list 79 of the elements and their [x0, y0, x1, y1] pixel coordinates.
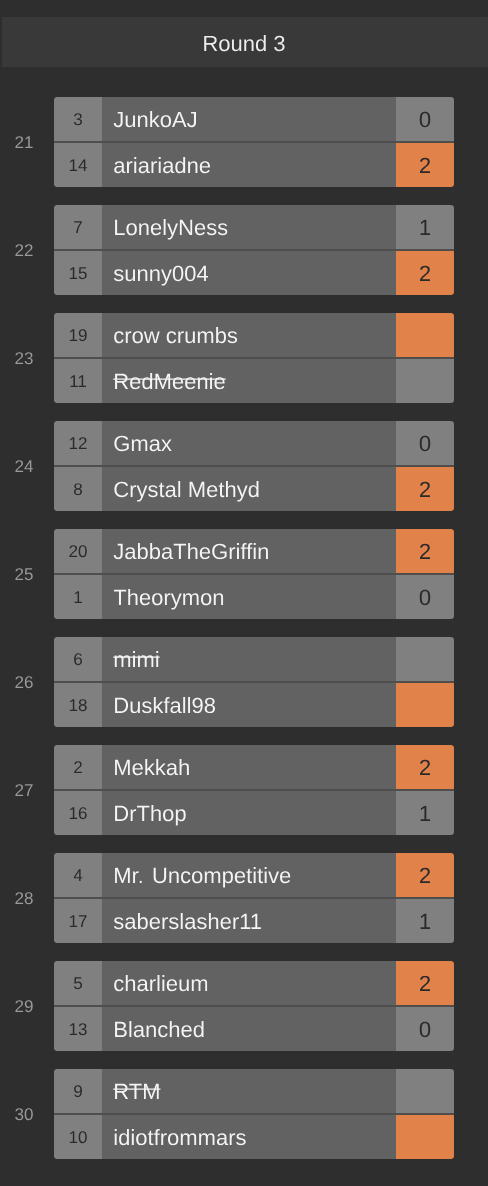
- match-number: 26: [15, 676, 33, 689]
- node-label: Mr. Uncompetitive: [115, 867, 291, 888]
- player-name-cell: charlieum: [102, 961, 396, 1005]
- node-label: saberslasher11: [113, 913, 261, 930]
- player-name-cell: Mekkah: [102, 745, 396, 789]
- score-cell: 0: [396, 1007, 454, 1051]
- seed-cell: 7: [54, 205, 102, 249]
- player-name-cell: Crystal Methyd: [102, 467, 396, 511]
- match-number: 24: [15, 460, 33, 472]
- node-label: Duskfall98: [115, 697, 215, 714]
- node-label: Theorymon: [113, 589, 224, 610]
- match-number: 27: [15, 784, 33, 796]
- seed-cell: 10: [54, 1115, 102, 1159]
- seed-cell: 19: [54, 313, 102, 357]
- node-label: Blanched: [115, 1021, 204, 1038]
- node-label: Mekkah: [115, 759, 189, 776]
- player-name-cell: ariariadne: [102, 143, 396, 187]
- score-cell: 2: [396, 529, 454, 573]
- player-name-cell: JunkoAJ: [102, 97, 396, 141]
- seed-cell: 14: [54, 143, 102, 187]
- player-name-cell: sunny004: [102, 251, 396, 295]
- player-name-cell: Theorymon: [102, 575, 396, 619]
- player-name-cell: Blanched: [102, 1007, 396, 1051]
- score-cell: 2: [396, 961, 454, 1005]
- node-label: idiotfrommars: [114, 1129, 246, 1146]
- seed-cell: 9: [54, 1069, 102, 1113]
- seed-cell: 4: [54, 853, 102, 897]
- match-number: 30: [15, 1108, 33, 1121]
- match-number: 21: [15, 136, 33, 148]
- match-number: 22: [15, 244, 33, 256]
- score-cell: 1: [396, 791, 454, 835]
- node-label: crow crumbs: [114, 327, 238, 344]
- match-number: 29: [15, 1000, 33, 1013]
- score-cell: 2: [396, 745, 454, 789]
- node-label: charlieum: [114, 975, 208, 992]
- title-bar: Round 3: [2, 17, 488, 67]
- score-cell: 0: [396, 97, 454, 141]
- node-label: LonelyNess: [115, 219, 228, 240]
- score-cell: 1: [396, 899, 454, 943]
- match-number: 23: [15, 352, 33, 365]
- match-number: 28: [15, 892, 33, 905]
- player-name-cell: DrThop: [102, 791, 396, 835]
- player-name-cell: crow crumbs: [102, 313, 396, 357]
- seed-cell: 8: [54, 467, 102, 511]
- seed-cell: 12: [54, 421, 102, 465]
- player-name-cell: Mr. Uncompetitive: [102, 853, 396, 897]
- match-number: 25: [15, 568, 33, 581]
- seed-cell: 11: [54, 359, 102, 403]
- player-name-cell: LonelyNess: [102, 205, 396, 249]
- player-name-cell: idiotfrommars: [102, 1115, 396, 1159]
- seed-cell: 13: [54, 1007, 102, 1051]
- score-cell: 1: [396, 205, 454, 249]
- seed-cell: 5: [54, 961, 102, 1005]
- score-cell: 2: [396, 143, 454, 187]
- node-label: JunkoAJ: [113, 111, 196, 128]
- seed-cell: 18: [54, 683, 102, 727]
- seed-cell: 2: [54, 745, 102, 789]
- seed-cell: 6: [54, 637, 102, 681]
- score-cell: 2: [396, 467, 454, 511]
- score-cell: 2: [396, 251, 454, 295]
- seed-cell: 17: [54, 899, 102, 943]
- score-cell: 0: [396, 421, 454, 465]
- node-label: ariariadne: [114, 157, 211, 174]
- node-label: sunny004: [113, 265, 209, 286]
- node-label: JabbaTheGriffin: [113, 543, 268, 560]
- seed-cell: 3: [54, 97, 102, 141]
- node-label: Gmax: [114, 435, 172, 452]
- score-cell: 2: [396, 853, 454, 897]
- seed-cell: 1: [54, 575, 102, 619]
- player-name-cell: Duskfall98: [102, 683, 396, 727]
- player-name-cell: saberslasher11: [102, 899, 396, 943]
- player-name-cell: Gmax: [102, 421, 396, 465]
- seed-cell: 15: [54, 251, 102, 295]
- seed-cell: 20: [54, 529, 102, 573]
- score-cell: 0: [396, 575, 454, 619]
- player-name-cell: JabbaTheGriffin: [102, 529, 396, 573]
- node-label: Crystal Methyd: [114, 481, 259, 502]
- node-label: DrThop: [115, 805, 186, 826]
- seed-cell: 16: [54, 791, 102, 835]
